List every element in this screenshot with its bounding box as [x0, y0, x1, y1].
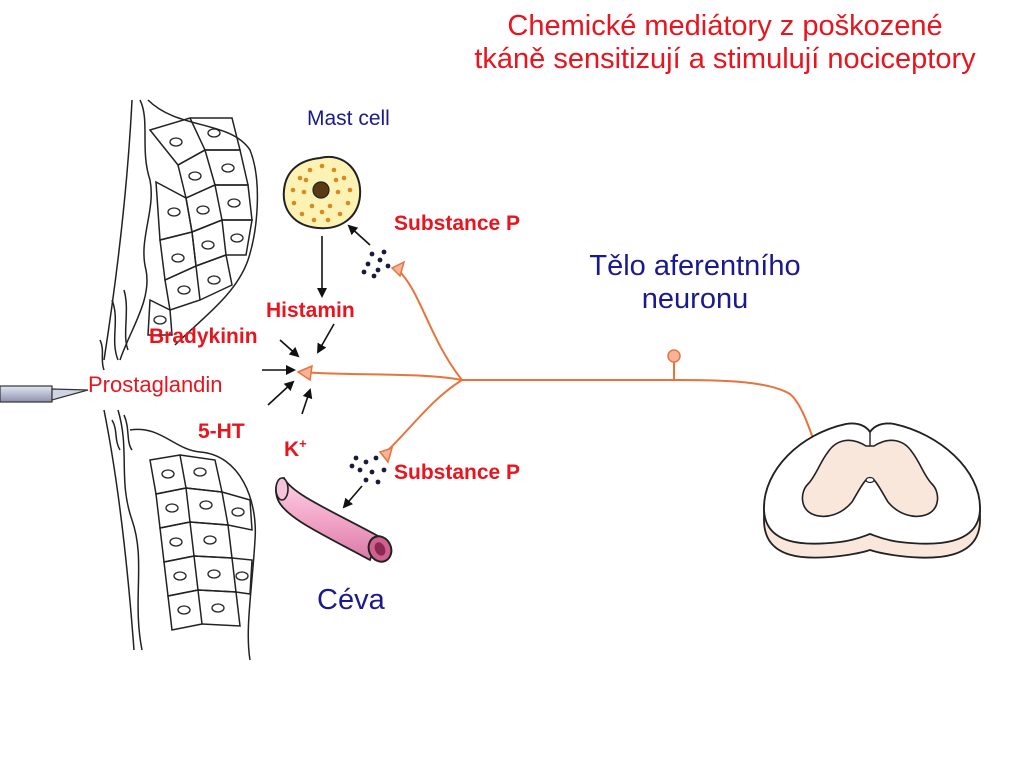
tissue-lower [103, 409, 257, 661]
afferent-neuron-label: Tělo aferentního neuronu [589, 250, 801, 316]
arrow-bradykinin [279, 339, 300, 358]
bradykinin-label: Bradykinin [149, 325, 258, 348]
potassium-symbol: K [284, 438, 300, 461]
tissue-lower-nuclei [161, 467, 249, 615]
potassium-label: K+ [284, 436, 307, 462]
substance-p-bottom-label: Substance P [394, 461, 521, 484]
arrow-histamin [317, 323, 335, 354]
potassium-charge: + [299, 436, 307, 451]
arrows [262, 224, 371, 509]
mast-cell [282, 155, 362, 230]
arrow-k [301, 388, 313, 415]
nerve-fiber [301, 269, 821, 459]
slide-title: Chemické mediátory z poškozené tkáně sen… [474, 10, 976, 76]
spinal-cord [763, 422, 981, 559]
substance-p-top-label: Substance P [394, 212, 521, 235]
vessel-label: Céva [317, 584, 385, 616]
tissue-upper-nuclei [153, 128, 244, 325]
arrow-5ht [267, 380, 295, 406]
needle-icon [0, 385, 89, 403]
mast-cell-nucleus [312, 181, 330, 199]
mast-cell-granules [290, 163, 353, 223]
arrow-substance-p-to-mast [347, 224, 371, 246]
substance-p-dots-top [361, 249, 391, 279]
tissue-upper [99, 99, 259, 371]
histamin-label: Histamin [266, 299, 355, 322]
prostaglandin-label: Prostaglandin [88, 372, 223, 397]
neuron-soma [667, 349, 681, 363]
blood-vessel [275, 477, 393, 563]
arrow-substance-p-to-vessel [342, 485, 363, 509]
mast-cell-label: Mast cell [307, 107, 390, 130]
substance-p-dots-bottom [349, 455, 387, 485]
serotonin-label: 5-HT [198, 420, 245, 443]
